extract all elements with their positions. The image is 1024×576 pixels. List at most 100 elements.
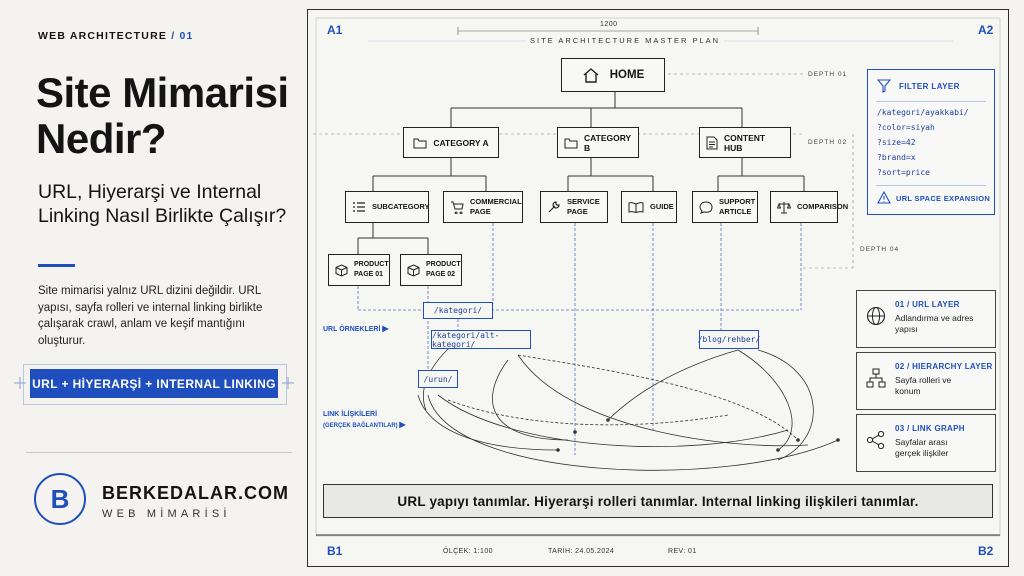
layer-card-link-graph[interactable]: 03 / LINK GRAPH Sayfalar arası gerçek il… <box>856 414 996 472</box>
plan-title: SITE ARCHITECTURE MASTER PLAN <box>526 36 725 45</box>
arrow-right-icon: ▶ <box>399 420 406 429</box>
page-title: Site Mimarisi Nedir? <box>36 69 289 162</box>
node-category-a-label: CATEGORY A <box>433 137 489 148</box>
url-examples-text: URL ÖRNEKLERİ <box>323 326 381 333</box>
home-icon <box>583 68 599 83</box>
layer-card-hierarchy[interactable]: 02 / HIERARCHY LAYER Sayfa rolleri ve ko… <box>856 352 996 410</box>
filter-layer-title: FILTER LAYER <box>899 82 960 91</box>
kicker-text: WEB ARCHITECTURE <box>38 30 168 42</box>
layer-url-desc: Adlandırma ve adres yapısı <box>895 313 974 334</box>
node-content-hub-label: CONTENT HUB <box>724 132 766 153</box>
node-guide[interactable]: GUIDE <box>621 191 677 223</box>
url-examples-label: URL ÖRNEKLERİ ▶ <box>323 324 389 335</box>
corner-b2: B2 <box>978 544 994 558</box>
chat-bubble-icon <box>699 200 713 214</box>
list-icon <box>353 202 365 212</box>
topic-tag-button[interactable]: URL + HİYERARŞİ + INTERNAL LINKING <box>30 369 278 398</box>
node-comparison[interactable]: COMPARISON <box>770 191 848 223</box>
layer-url-title: 01 / URL LAYER <box>895 300 960 309</box>
filter-param: ?sort=price <box>877 168 930 177</box>
url-alt-kategori[interactable]: /kategori/alt-kategori/ <box>431 330 531 349</box>
filter-icon <box>877 79 891 93</box>
folder-icon <box>564 138 578 148</box>
architecture-plan: A1 A2 B1 B2 1200 SITE ARCHITECTURE MASTE… <box>307 9 1009 567</box>
summary-banner: URL yapıyı tanımlar. Hiyerarşi rolleri t… <box>323 484 993 518</box>
book-icon <box>628 202 644 213</box>
kicker-separator: / <box>171 30 176 42</box>
box-icon <box>335 263 348 277</box>
dimension-label: 1200 <box>600 21 618 28</box>
filter-divider <box>876 101 986 102</box>
filter-param: ?brand=x <box>877 153 916 162</box>
tag-frame <box>23 364 287 405</box>
scale-icon <box>777 201 791 213</box>
filter-param: ?color=siyah <box>877 123 935 132</box>
node-guide-label: GUIDE <box>650 202 674 211</box>
folder-icon <box>413 138 427 148</box>
crosshair-icon <box>14 377 26 389</box>
layer-card-url[interactable]: 01 / URL LAYER Adlandırma ve adres yapıs… <box>856 290 996 348</box>
footer-date: TARİH: 24.05.2024 <box>548 548 615 555</box>
node-product-page-02[interactable]: PRODUCT PAGE 02 <box>400 254 462 286</box>
link-relations-sub: (GERÇEK BAĞLANTILAR) <box>323 423 398 429</box>
url-urun[interactable]: /urun/ <box>418 370 458 388</box>
crosshair-icon <box>282 377 294 389</box>
intro-panel: WEB ARCHITECTURE / 01 Site Mimarisi Nedi… <box>0 0 306 576</box>
description-text: Site mimarisi yalnız URL dizini değildir… <box>38 285 263 347</box>
node-category-b-label: CATEGORY B <box>584 132 632 153</box>
corner-b1: B1 <box>327 544 343 558</box>
node-subcategory[interactable]: SUBCATEGORY <box>345 191 430 223</box>
node-commercial-page-label: COMMERCIAL PAGE <box>470 197 522 216</box>
depth-01-label: DEPTH 01 <box>808 71 848 78</box>
accent-rule <box>38 264 75 267</box>
filter-layer-panel: FILTER LAYER /kategori/ayakkabi/ ?color=… <box>867 69 995 215</box>
globe-icon <box>866 306 886 326</box>
graph-icon <box>866 430 885 450</box>
link-relations-text: LINK İLİŞKİLERİ <box>323 411 378 418</box>
node-product-01-label: PRODUCT PAGE 01 <box>354 261 389 278</box>
node-product-page-01[interactable]: PRODUCT PAGE 01 <box>328 254 390 286</box>
url-kategori[interactable]: /kategori/ <box>423 302 493 319</box>
cart-icon <box>451 201 464 214</box>
node-comparison-label: COMPARISON <box>797 202 849 211</box>
node-subcategory-label: SUBCATEGORY <box>372 202 430 211</box>
layer-graph-title: 03 / LINK GRAPH <box>895 424 965 433</box>
node-category-b[interactable]: CATEGORY B <box>557 127 639 158</box>
depth-04-label: DEPTH 04 <box>860 246 900 253</box>
node-commercial-page[interactable]: COMMERCIAL PAGE <box>443 191 523 223</box>
corner-a1: A1 <box>327 23 343 37</box>
kicker-number: 01 <box>179 30 194 42</box>
box-icon <box>407 263 420 277</box>
document-icon <box>706 136 718 149</box>
layer-hierarchy-desc: Sayfa rolleri ve konum <box>895 375 952 396</box>
node-product-02-label: PRODUCT PAGE 02 <box>426 261 461 278</box>
brand-tagline: WEB MİMARİSİ <box>102 508 231 520</box>
node-service-page-label: SERVICE PAGE <box>567 197 600 216</box>
filter-param: ?size=42 <box>877 138 916 147</box>
brand-name[interactable]: BERKEDALAR.COM <box>102 483 289 503</box>
layer-graph-desc: Sayfalar arası gerçek ilişkiler <box>895 437 949 458</box>
wrench-icon <box>548 201 560 213</box>
depth-02-label: DEPTH 02 <box>808 139 848 146</box>
plan-connectors <box>313 17 1001 537</box>
filter-warning: URL SPACE EXPANSION <box>896 194 991 203</box>
hierarchy-icon <box>866 368 886 388</box>
filter-param: /kategori/ayakkabi/ <box>877 108 969 117</box>
brand-logo[interactable]: B <box>34 473 86 525</box>
node-support-article[interactable]: SUPPORT ARTICLE <box>692 191 758 223</box>
link-relations-subtext: (GERÇEK BAĞLANTILAR) ▶ <box>323 420 406 431</box>
page-subtitle: URL, Hiyerarşi ve Internal Linking Nasıl… <box>38 181 287 227</box>
node-support-article-label: SUPPORT ARTICLE <box>719 197 756 216</box>
filter-divider <box>876 185 986 186</box>
footer-scale: ÖLÇEK: 1:100 <box>443 548 493 555</box>
node-content-hub[interactable]: CONTENT HUB <box>699 127 791 158</box>
node-service-page[interactable]: SERVICE PAGE <box>540 191 608 223</box>
corner-a2: A2 <box>978 23 994 37</box>
url-blog-rehber[interactable]: /blog/rehber/ <box>698 330 760 349</box>
divider <box>26 452 292 453</box>
arrow-right-icon: ▶ <box>382 324 389 333</box>
kicker: WEB ARCHITECTURE / 01 <box>38 30 194 42</box>
node-category-a[interactable]: CATEGORY A <box>403 127 499 158</box>
node-home-label: HOME <box>609 69 645 81</box>
node-home[interactable]: HOME <box>561 58 665 92</box>
